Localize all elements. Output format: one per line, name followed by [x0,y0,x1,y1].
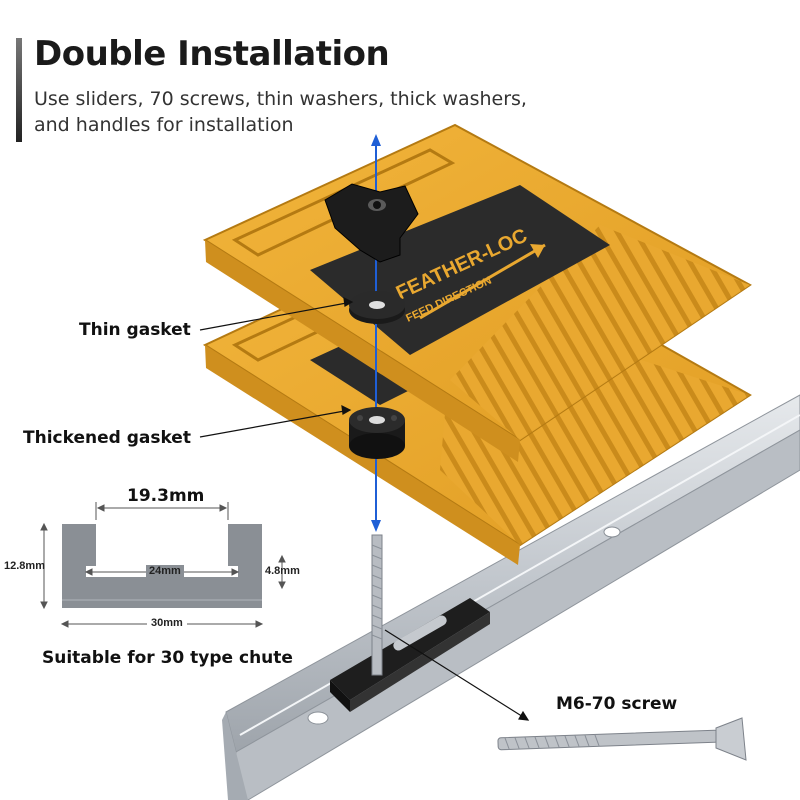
knob-handle [324,183,419,263]
chute-height-dimension: 12.8mm [4,560,45,572]
screw-label: M6-70 screw [556,694,678,714]
title-accent-bar [16,38,22,142]
thickened-gasket [349,407,405,459]
thin-gasket [349,291,405,324]
rail-mount-hole [603,526,621,538]
screw-loose [497,717,747,761]
page-title: Double Installation [34,34,390,74]
feed-direction-arrow [419,243,546,320]
rail-mount-hole [307,711,329,725]
callout-pointers [199,296,530,721]
arrow-down-icon [371,520,381,532]
slider-slot [393,615,447,651]
thickened-gasket-label: Thickened gasket [23,428,191,448]
chute-profile [62,524,262,608]
chute-lip-height-dimension: 4.8mm [265,565,300,577]
chute-inner-width-dimension: 24mm [146,565,184,577]
chute-caption: Suitable for 30 type chute [42,648,293,668]
thin-gasket-label: Thin gasket [79,320,191,340]
chute-outer-width-dimension: 30mm [147,617,187,629]
chute-top-opening-dimension: 19.3mm [127,486,205,506]
screw-installed [371,534,383,676]
page-subtitle: Use sliders, 70 screws, thin washers, th… [34,88,527,136]
t-slider [330,598,490,712]
arrow-up-icon [371,134,381,146]
